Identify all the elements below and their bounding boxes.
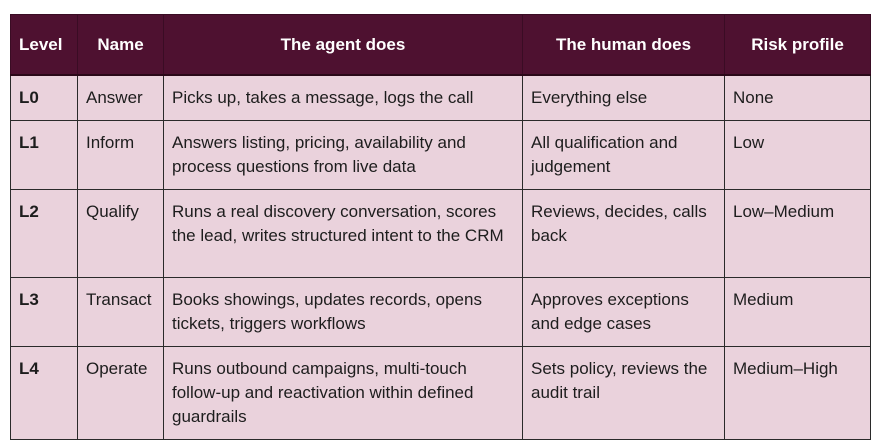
cell-level: L1: [10, 120, 78, 190]
header-row: Level Name The agent does The human does…: [10, 14, 871, 76]
cell-name: Transact: [77, 277, 164, 347]
table-row: L2 Qualify Runs a real discovery convers…: [10, 189, 871, 278]
cell-risk-profile: Medium: [724, 277, 871, 347]
cell-agent-does: Picks up, takes a message, logs the call: [163, 74, 523, 121]
cell-human-does: Reviews, decides, calls back: [522, 189, 725, 278]
autonomy-levels-table: Level Name The agent does The human does…: [10, 14, 871, 440]
cell-human-does: Sets policy, reviews the audit trail: [522, 346, 725, 440]
cell-agent-does: Runs outbound campaigns, multi-touch fol…: [163, 346, 523, 440]
cell-level: L4: [10, 346, 78, 440]
table-row: L1 Inform Answers listing, pricing, avai…: [10, 120, 871, 190]
cell-agent-does: Answers listing, pricing, availability a…: [163, 120, 523, 190]
cell-level: L3: [10, 277, 78, 347]
header-risk-profile: Risk profile: [724, 14, 871, 76]
cell-human-does: All qualification and judgement: [522, 120, 725, 190]
cell-agent-does: Runs a real discovery conversation, scor…: [163, 189, 523, 278]
cell-level: L0: [10, 74, 78, 121]
header-name: Name: [77, 14, 164, 76]
table-body: L0 Answer Picks up, takes a message, log…: [10, 74, 871, 440]
autonomy-levels-table-container: Level Name The agent does The human does…: [10, 14, 871, 440]
table-header: Level Name The agent does The human does…: [10, 14, 871, 76]
cell-human-does: Everything else: [522, 74, 725, 121]
cell-human-does: Approves exceptions and edge cases: [522, 277, 725, 347]
cell-level: L2: [10, 189, 78, 278]
cell-name: Operate: [77, 346, 164, 440]
cell-risk-profile: Low–Medium: [724, 189, 871, 278]
header-level: Level: [10, 14, 78, 76]
header-human-does: The human does: [522, 14, 725, 76]
table-row: L3 Transact Books showings, updates reco…: [10, 277, 871, 347]
cell-risk-profile: None: [724, 74, 871, 121]
header-agent-does: The agent does: [163, 14, 523, 76]
cell-risk-profile: Low: [724, 120, 871, 190]
cell-name: Qualify: [77, 189, 164, 278]
cell-agent-does: Books showings, updates records, opens t…: [163, 277, 523, 347]
cell-name: Inform: [77, 120, 164, 190]
cell-risk-profile: Medium–High: [724, 346, 871, 440]
table-row: L0 Answer Picks up, takes a message, log…: [10, 74, 871, 121]
table-row: L4 Operate Runs outbound campaigns, mult…: [10, 346, 871, 440]
cell-name: Answer: [77, 74, 164, 121]
